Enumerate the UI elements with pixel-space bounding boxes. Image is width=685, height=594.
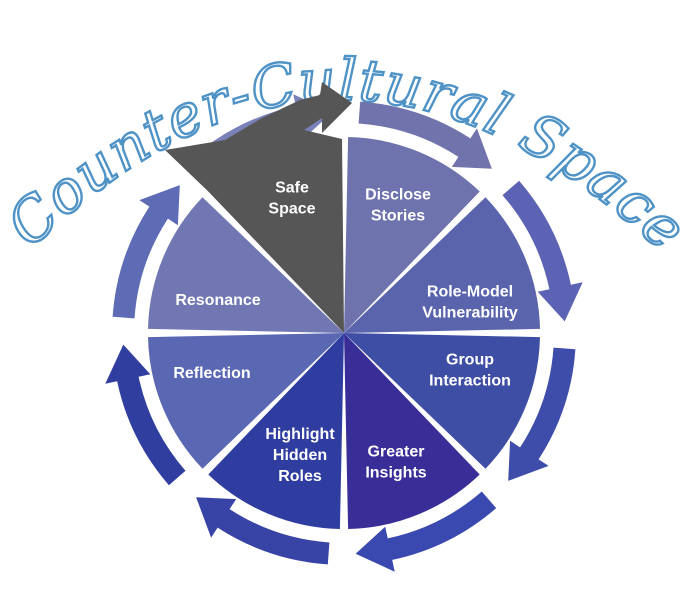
- arrow-7-shape: [112, 185, 180, 319]
- segment-safe-space: [165, 82, 352, 333]
- label-line: Highlight: [265, 426, 335, 443]
- label-line: Resonance: [175, 292, 260, 309]
- label-resonance: Resonance: [175, 292, 260, 309]
- segment-role-model-vulnerability: [344, 197, 540, 333]
- label-line: Group: [446, 352, 494, 369]
- label-line: Hidden: [273, 447, 327, 464]
- label-line: Safe: [275, 180, 309, 197]
- label-reflection: Reflection: [173, 365, 250, 382]
- label-line: Greater: [368, 444, 425, 461]
- label-line: Space: [268, 201, 315, 218]
- label-line: Roles: [278, 468, 322, 485]
- arrow-4-shape: [355, 491, 497, 572]
- arrow-6-shape: [105, 344, 186, 486]
- label-line: Role-Model: [427, 284, 513, 301]
- segment-reflection: [148, 333, 344, 469]
- label-line: Insights: [365, 465, 426, 482]
- segment-resonance: [148, 197, 344, 333]
- cycle-segments: [148, 82, 540, 529]
- segment-group-interaction: [344, 333, 540, 469]
- label-line: Vulnerability: [422, 305, 518, 322]
- label-line: Stories: [371, 208, 425, 225]
- arrow-2-shape: [502, 180, 583, 322]
- arrow-3-shape: [508, 347, 576, 481]
- label-line: Disclose: [365, 187, 431, 204]
- segment-greater-insights: [344, 333, 480, 529]
- arrow-5-shape: [196, 497, 330, 565]
- segment-disclose-stories: [344, 137, 480, 333]
- label-line: Interaction: [429, 373, 511, 390]
- label-line: Reflection: [173, 365, 250, 382]
- arrow-1-shape: [358, 101, 492, 169]
- segment-highlight-hidden-roles: [208, 333, 344, 529]
